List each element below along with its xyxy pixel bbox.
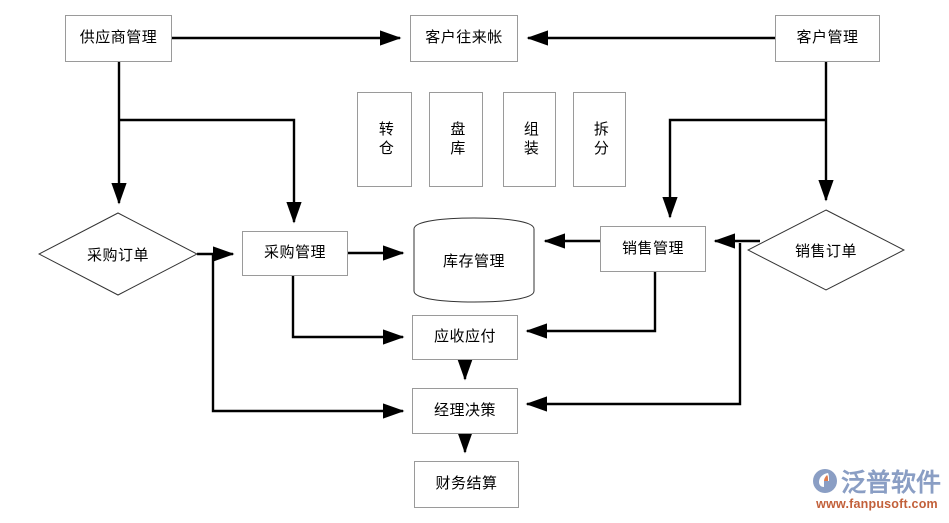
node-label: 财务结算 xyxy=(435,476,498,493)
node-customer-management[interactable]: 客户管理 xyxy=(775,15,880,62)
node-label: 销售订单 xyxy=(794,243,857,260)
node-label: 盘库 xyxy=(448,120,465,159)
node-label: 库存管理 xyxy=(442,253,505,270)
node-transfer-warehouse[interactable]: 转仓 xyxy=(357,92,412,187)
node-inventory-management[interactable]: 库存管理 xyxy=(412,217,536,303)
node-manager-decision[interactable]: 经理决策 xyxy=(412,388,518,434)
fanpu-logo-icon xyxy=(812,468,838,494)
node-receivable-payable[interactable]: 应收应付 xyxy=(412,315,518,360)
node-sales-order[interactable]: 销售订单 xyxy=(747,209,905,291)
node-customer-account[interactable]: 客户往来帐 xyxy=(410,15,518,62)
node-label: 采购管理 xyxy=(263,245,326,262)
node-purchase-management[interactable]: 采购管理 xyxy=(242,231,348,276)
node-label: 应收应付 xyxy=(433,329,496,346)
node-stocktake[interactable]: 盘库 xyxy=(429,92,483,187)
edge-purchase-order-to-manager xyxy=(211,254,405,419)
node-label: 采购订单 xyxy=(86,247,149,264)
node-label: 拆分 xyxy=(591,120,608,159)
node-label: 客户往来帐 xyxy=(425,30,503,47)
watermark-url: www.fanpusoft.com xyxy=(816,497,938,511)
watermark-brand: 泛普软件 xyxy=(841,469,942,497)
watermark-logo: 泛普软件 www.fanpusoft.com xyxy=(812,466,942,516)
node-label: 销售管理 xyxy=(621,240,684,257)
node-financial-settlement[interactable]: 财务结算 xyxy=(414,461,519,508)
node-label: 供应商管理 xyxy=(79,30,158,47)
node-split[interactable]: 拆分 xyxy=(573,92,626,187)
edge-supplier-to-purchase-mgmt xyxy=(119,118,302,224)
edge-sales-mgmt-to-ar-ap xyxy=(525,272,657,339)
node-label: 组装 xyxy=(521,120,538,159)
edge-sales-order-to-manager xyxy=(525,243,742,412)
node-label: 转仓 xyxy=(376,120,393,159)
edge-customer-to-sales-mgmt xyxy=(662,118,826,219)
edge-purchase-mgmt-to-ar-ap xyxy=(291,276,405,345)
node-sales-management[interactable]: 销售管理 xyxy=(600,226,706,272)
node-label: 经理决策 xyxy=(433,402,496,419)
node-assemble[interactable]: 组装 xyxy=(503,92,556,187)
node-supplier-management[interactable]: 供应商管理 xyxy=(65,15,172,62)
node-purchase-order[interactable]: 采购订单 xyxy=(38,212,198,296)
node-label: 客户管理 xyxy=(796,30,859,47)
